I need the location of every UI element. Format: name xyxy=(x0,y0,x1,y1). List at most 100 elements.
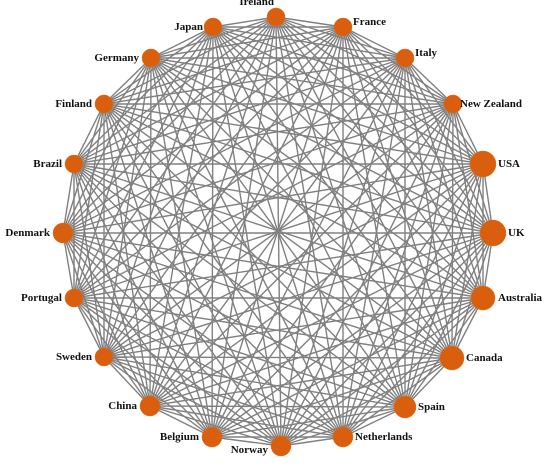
edge-norway-belgium xyxy=(211,436,282,447)
node-italy xyxy=(395,48,415,68)
edge-france-italy xyxy=(342,26,406,59)
node-label-australia: Australia xyxy=(498,292,543,304)
edge-portugal-denmark xyxy=(62,232,75,299)
edge-denmark-brazil xyxy=(62,163,75,234)
edge-china-denmark xyxy=(62,232,151,407)
edge-italy-portugal xyxy=(73,57,406,299)
node-denmark xyxy=(52,222,74,244)
edge-italy-finland xyxy=(103,57,406,105)
node-canada xyxy=(439,345,465,371)
edge-ireland-netherlands xyxy=(275,16,344,438)
edge-norway-china xyxy=(149,405,282,447)
edge-norway-finland xyxy=(103,103,282,447)
edge-netherlands-sweden xyxy=(103,356,344,438)
edge-spain-brazil xyxy=(73,163,406,408)
node-label-portugal: Portugal xyxy=(21,292,62,304)
network-edges xyxy=(62,16,494,447)
edge-canada-sweden xyxy=(103,356,453,359)
edge-spain-finland xyxy=(103,103,406,408)
edge-denmark-japan xyxy=(62,26,214,234)
edge-china-japan xyxy=(149,26,214,407)
edge-canada-japan xyxy=(212,26,453,359)
edge-spain-netherlands xyxy=(342,406,406,438)
edge-new-zealand-spain xyxy=(404,103,454,408)
node-netherlands xyxy=(332,426,354,448)
node-usa xyxy=(469,150,497,178)
edge-new-zealand-germany xyxy=(150,57,454,105)
edge-belgium-denmark xyxy=(62,232,213,438)
edge-new-zealand-canada xyxy=(451,103,454,359)
edge-sweden-germany xyxy=(103,57,152,358)
edge-norway-denmark xyxy=(62,232,282,447)
edge-spain-denmark xyxy=(62,232,406,408)
edge-uk-spain xyxy=(404,232,494,408)
edge-norway-germany xyxy=(150,57,282,447)
edge-sweden-japan xyxy=(103,26,214,358)
edge-brazil-japan xyxy=(73,26,214,165)
node-finland xyxy=(94,94,114,114)
edge-netherlands-denmark xyxy=(62,232,344,438)
edge-uk-brazil xyxy=(73,163,494,234)
node-label-china: China xyxy=(108,400,137,412)
node-brazil xyxy=(64,154,84,174)
edge-canada-brazil xyxy=(73,163,453,359)
edge-canada-china xyxy=(149,357,453,407)
edge-uk-netherlands xyxy=(342,232,494,438)
edge-france-usa xyxy=(342,26,484,165)
node-spain xyxy=(393,395,417,419)
edge-uk-china xyxy=(149,232,494,407)
node-label-uk: UK xyxy=(508,227,525,239)
edge-china-germany xyxy=(149,57,152,407)
edge-uk-germany xyxy=(150,57,494,234)
edge-sweden-portugal xyxy=(73,297,105,358)
network-nodes xyxy=(52,7,507,457)
edge-ireland-usa xyxy=(275,16,484,165)
edge-france-norway xyxy=(280,26,344,447)
edge-brazil-germany xyxy=(73,57,152,165)
edge-belgium-china xyxy=(149,405,213,438)
edge-netherlands-japan xyxy=(212,26,344,438)
edge-ireland-france xyxy=(275,16,344,28)
edge-china-finland xyxy=(103,103,151,407)
edge-portugal-finland xyxy=(73,103,105,299)
node-label-belgium: Belgium xyxy=(160,431,199,443)
node-label-japan: Japan xyxy=(174,21,203,33)
node-label-germany: Germany xyxy=(94,52,139,64)
edge-netherlands-norway xyxy=(280,436,344,447)
edge-finland-germany xyxy=(103,57,152,105)
edge-france-china xyxy=(149,26,344,407)
edge-canada-germany xyxy=(150,57,453,359)
edge-netherlands-finland xyxy=(103,103,344,438)
edge-ireland-uk xyxy=(275,16,494,234)
edge-spain-china xyxy=(149,405,406,408)
node-label-spain: Spain xyxy=(418,401,445,413)
edge-france-australia xyxy=(342,26,484,299)
node-portugal xyxy=(64,288,84,308)
edge-belgium-sweden xyxy=(103,356,213,438)
edge-denmark-finland xyxy=(62,103,105,234)
node-label-usa: USA xyxy=(498,158,520,170)
edge-belgium-brazil xyxy=(73,163,213,438)
edge-uk-portugal xyxy=(73,232,494,299)
edge-sweden-denmark xyxy=(62,232,105,358)
edge-new-zealand-japan xyxy=(212,26,454,105)
edge-china-portugal xyxy=(73,297,151,407)
edge-italy-denmark xyxy=(62,57,406,234)
edge-italy-japan xyxy=(212,26,406,59)
edge-canada-portugal xyxy=(73,297,453,359)
node-australia xyxy=(470,285,496,311)
edge-usa-japan xyxy=(212,26,484,165)
edge-usa-belgium xyxy=(211,163,484,438)
node-label-canada: Canada xyxy=(466,352,503,364)
edge-ireland-portugal xyxy=(73,16,277,299)
node-label-denmark: Denmark xyxy=(5,227,50,239)
edge-ireland-new-zealand xyxy=(275,16,454,105)
node-label-norway: Norway xyxy=(231,444,269,456)
node-label-italy: Italy xyxy=(415,47,438,59)
node-belgium xyxy=(201,426,223,448)
edge-netherlands-germany xyxy=(150,57,344,438)
edge-portugal-germany xyxy=(73,57,152,299)
edge-belgium-japan xyxy=(211,26,214,438)
edge-new-zealand-brazil xyxy=(73,103,454,165)
